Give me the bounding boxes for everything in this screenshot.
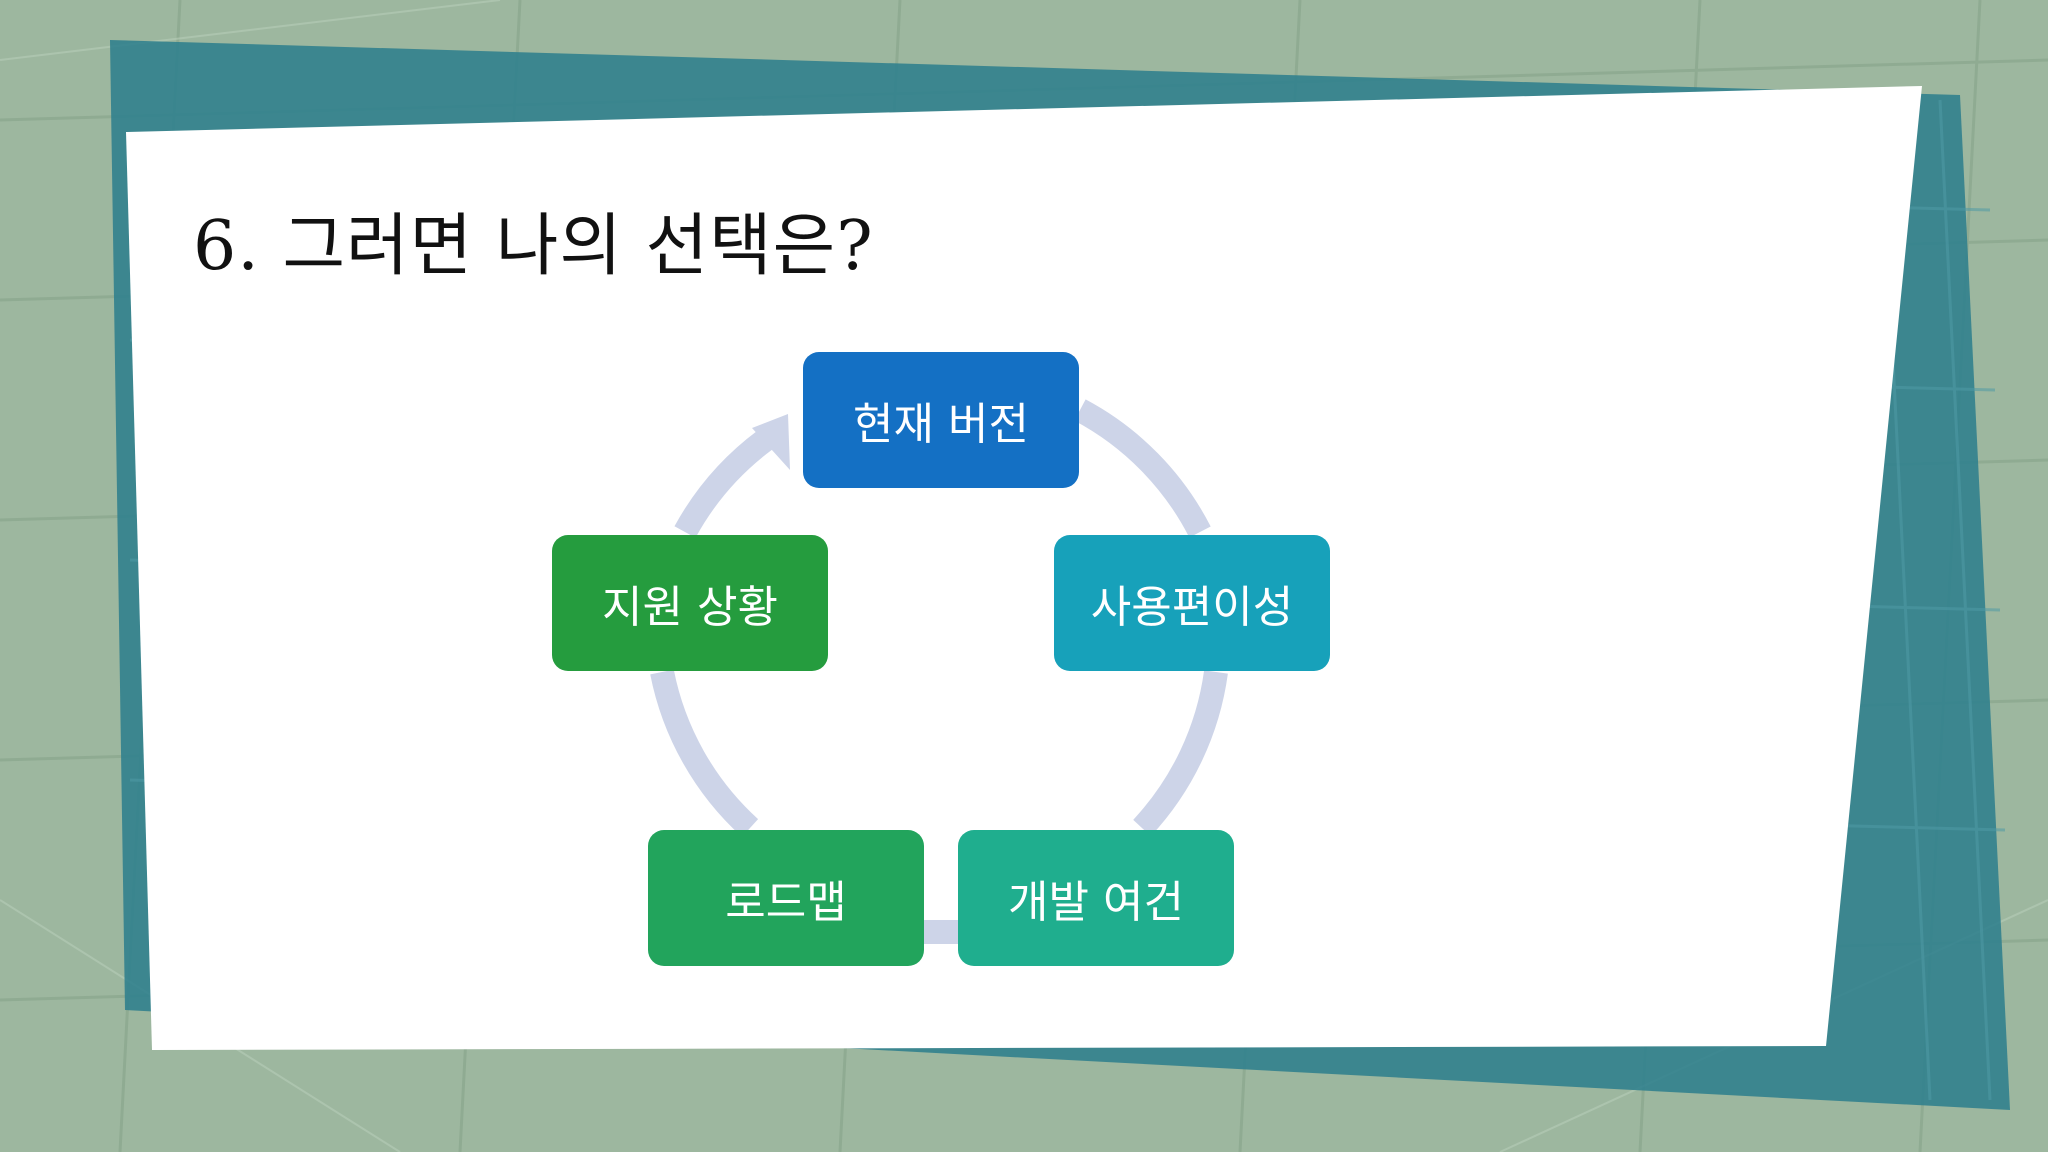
- slide-title: 6. 그러면 나의 선택은?: [193, 207, 874, 286]
- arc-2: [1133, 670, 1228, 837]
- node-roadmap: 로드맵: [648, 830, 924, 966]
- arc-5: [674, 430, 773, 538]
- arc-4: [650, 669, 759, 837]
- node-support-status: 지원 상황: [552, 535, 828, 671]
- node-current-version: 현재 버전: [803, 352, 1079, 488]
- arrowhead-icon: [752, 414, 790, 470]
- arc-1: [1074, 399, 1211, 538]
- node-dev-conditions: 개발 여건: [958, 830, 1234, 966]
- node-usability: 사용편이성: [1054, 535, 1330, 671]
